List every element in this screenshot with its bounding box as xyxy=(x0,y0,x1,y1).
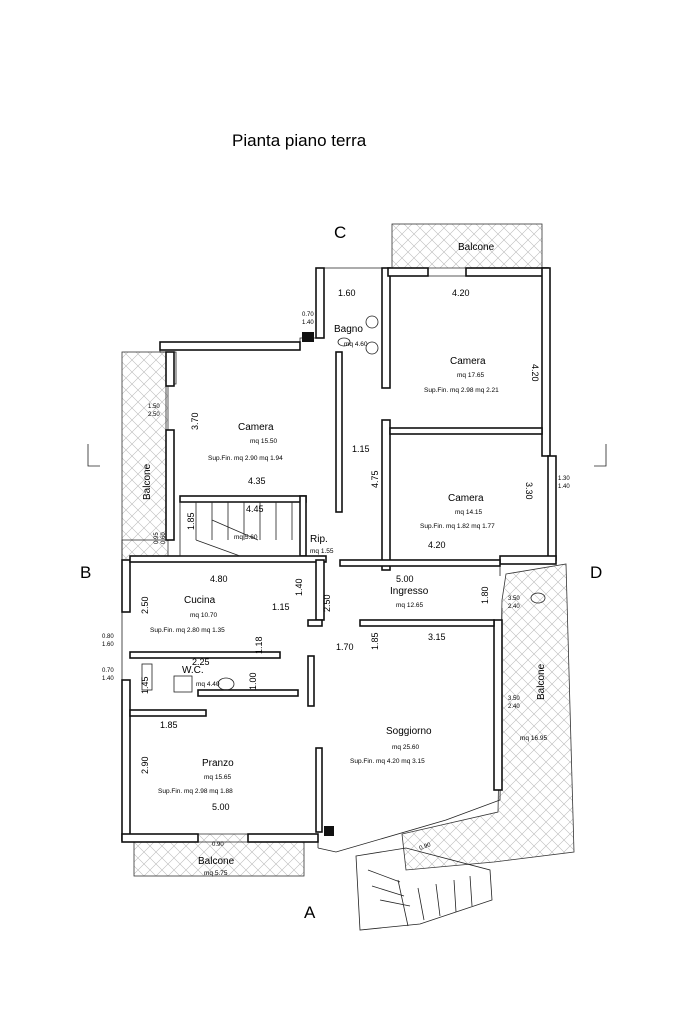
dimension-label: 4.45 xyxy=(246,504,264,514)
room-name: Pranzo xyxy=(202,758,234,769)
room-name: Ingresso xyxy=(390,586,429,597)
room-sup: Sup.Fin. mq 2.98 mq 1.88 xyxy=(158,788,233,795)
opening-label: 0.70 xyxy=(102,668,114,674)
dimension-label: 2.90 xyxy=(140,756,150,774)
walls xyxy=(121,267,557,853)
opening-label: 3.50 xyxy=(508,696,520,702)
room-area: mq 17.65 xyxy=(457,372,484,379)
opening-labels: 0.70 1.40 1.50 2.50 1.30 1.40 0.95 0.60 … xyxy=(102,312,570,852)
opening-label: 2.50 xyxy=(148,412,160,418)
opening-label: 1.30 xyxy=(558,476,570,482)
opening-label: 0.90 xyxy=(419,842,433,852)
dimension-label: 5.00 xyxy=(396,574,414,584)
room-name: Rip. xyxy=(310,534,328,545)
bathroom-fixtures xyxy=(141,315,546,836)
dimension-label: 2.50 xyxy=(140,596,150,614)
dimension-label: 1.40 xyxy=(294,578,304,596)
room-name: Balcone xyxy=(198,856,235,867)
room-area: mq 5.75 xyxy=(204,870,228,877)
dimension-label: 1.70 xyxy=(336,642,354,652)
opening-label: 2.40 xyxy=(508,604,520,610)
room-area: mq 14.15 xyxy=(455,509,482,516)
room-sup: Sup.Fin. mq 2.90 mq 1.94 xyxy=(208,455,283,462)
dimension-label: 4.20 xyxy=(530,364,540,382)
balcone-top xyxy=(391,223,543,269)
balcone-right xyxy=(401,563,575,871)
room-name: Camera xyxy=(450,356,486,367)
opening-label: 0.70 xyxy=(302,312,314,318)
dimension-label: 5.00 xyxy=(212,802,230,812)
room-area: mq 4.40 xyxy=(196,681,220,688)
dimension-label: 1.45 xyxy=(140,676,150,694)
room-sup: Sup.Fin. mq 2.98 mq 2.21 xyxy=(424,387,499,394)
dimension-label: 4.35 xyxy=(248,476,266,486)
room-area: mq 5.60 xyxy=(234,534,258,541)
room-labels: Balcone Bagno mq 4.60 Camera mq 17.65 Su… xyxy=(142,242,547,877)
plan-title: Pianta piano terra xyxy=(232,131,367,150)
room-name: Balcone xyxy=(536,663,547,700)
dimension-label: 1.18 xyxy=(254,636,264,654)
room-area: mq 16.95 xyxy=(520,735,547,742)
opening-label: 3.50 xyxy=(508,596,520,602)
room-area: mq 25.60 xyxy=(392,744,419,751)
room-name: Balcone xyxy=(142,463,153,500)
opening-label: 1.40 xyxy=(302,320,314,326)
balcone-left xyxy=(121,351,169,563)
dimension-label: 1.15 xyxy=(352,444,370,454)
dimension-label: 3.15 xyxy=(428,632,446,642)
dimension-label: 4.75 xyxy=(370,470,380,488)
room-area: mq 4.60 xyxy=(344,341,368,348)
dimension-label: 3.70 xyxy=(190,412,200,430)
room-area: mq 15.65 xyxy=(204,774,231,781)
opening-label: 1.40 xyxy=(558,484,570,490)
dimension-label: 3.30 xyxy=(524,482,534,500)
room-name: Camera xyxy=(238,422,274,433)
room-area: mq 10.70 xyxy=(190,612,217,619)
dimension-label: 1.85 xyxy=(186,512,196,530)
opening-label: 0.60 xyxy=(161,532,167,544)
room-name: W.C. xyxy=(182,665,204,676)
opening-label: 1.60 xyxy=(102,642,114,648)
dimension-label: 1.85 xyxy=(160,720,178,730)
section-marker-c: C xyxy=(334,223,346,242)
room-sup: Sup.Fin. mq 1.82 mq 1.77 xyxy=(420,523,495,530)
dimension-label: 1.15 xyxy=(272,602,290,612)
section-marker-a: A xyxy=(304,903,316,922)
opening-label: 0.90 xyxy=(212,842,224,848)
room-area: mq 1.55 xyxy=(310,548,334,555)
opening-label: 0.95 xyxy=(154,532,160,544)
opening-label: 2.40 xyxy=(508,704,520,710)
exterior-stairs xyxy=(355,847,493,931)
dimension-label: 4.20 xyxy=(428,540,446,550)
dimension-label: 4.80 xyxy=(210,574,228,584)
dimension-labels: 1.60 4.20 4.20 3.70 4.35 1.15 4.75 3.30 … xyxy=(140,288,540,812)
room-name: Bagno xyxy=(334,324,363,335)
dimension-label: 1.60 xyxy=(338,288,356,298)
dimension-label: 2.50 xyxy=(322,594,332,612)
room-area: mq 12.65 xyxy=(396,602,423,609)
dimension-label: 1.00 xyxy=(248,672,258,690)
dimension-label: 1.80 xyxy=(480,586,490,604)
dimension-label: 4.20 xyxy=(452,288,470,298)
room-sup: Sup.Fin. mq 4.20 mq 3.15 xyxy=(350,758,425,765)
room-name: Soggiorno xyxy=(386,726,432,737)
room-name: Camera xyxy=(448,493,484,504)
interior-stairs xyxy=(179,501,301,557)
opening-label: 0.80 xyxy=(102,634,114,640)
dimension-label: 2.25 xyxy=(192,657,210,667)
opening-label: 1.40 xyxy=(102,676,114,682)
section-cut-lines xyxy=(87,444,607,467)
room-area: mq 15.50 xyxy=(250,438,277,445)
room-name: Cucina xyxy=(184,595,216,606)
opening-label: 1.50 xyxy=(148,404,160,410)
room-sup: Sup.Fin. mq 2.80 mq 1.35 xyxy=(150,627,225,634)
section-marker-d: D xyxy=(590,563,602,582)
section-marker-b: B xyxy=(80,563,91,582)
room-name: Balcone xyxy=(458,242,495,253)
dimension-label: 1.85 xyxy=(370,632,380,650)
